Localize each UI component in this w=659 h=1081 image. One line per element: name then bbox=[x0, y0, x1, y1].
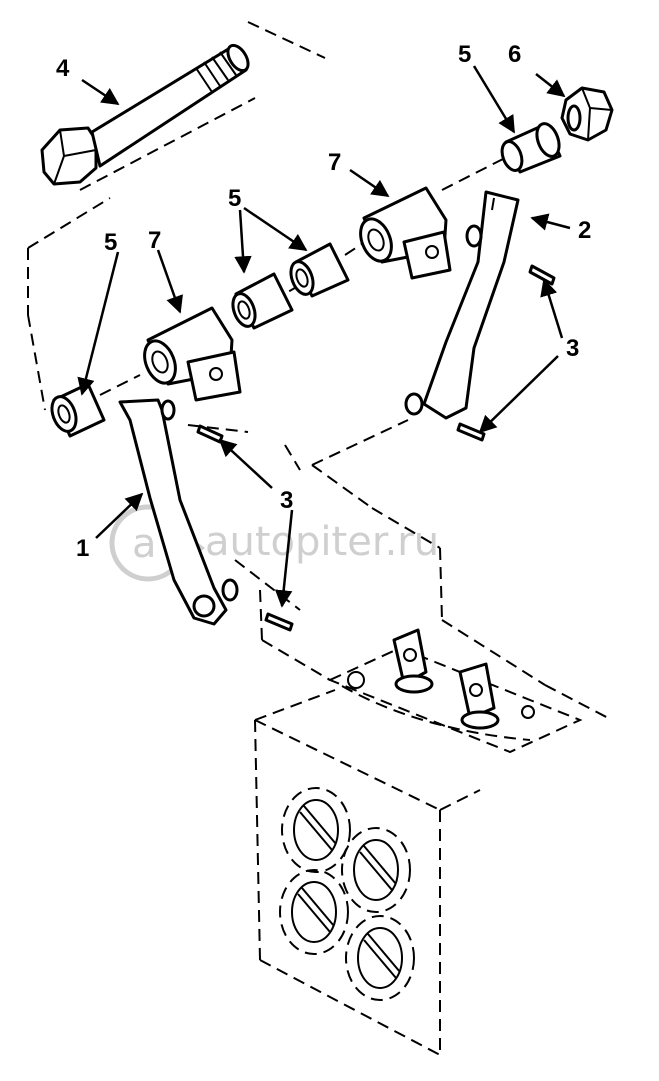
callout-1: 1 bbox=[76, 535, 89, 562]
bushing-right bbox=[500, 122, 562, 174]
assembly-guide-lines bbox=[27, 21, 613, 721]
bushing-mid-lower bbox=[231, 272, 294, 330]
callout-4: 4 bbox=[56, 55, 70, 82]
mounting-plate bbox=[327, 628, 583, 754]
lever-left bbox=[118, 398, 239, 626]
watermark-text: autopiter.ru bbox=[205, 519, 439, 565]
nut bbox=[560, 86, 614, 142]
valve-port-bottom-right bbox=[345, 915, 415, 1001]
sleeve-bracket-upper bbox=[359, 186, 452, 280]
valve-port-top-left bbox=[281, 787, 351, 873]
callout-labels: 4 5 6 7 5 2 5 7 3 3 1 bbox=[56, 41, 591, 562]
callout-7-left: 7 bbox=[148, 227, 161, 254]
callout-2: 2 bbox=[578, 217, 591, 244]
bushing-left bbox=[50, 382, 106, 438]
sleeve-bracket-lower bbox=[143, 306, 242, 402]
callout-5-mid: 5 bbox=[228, 185, 241, 212]
callout-3-left: 3 bbox=[280, 487, 293, 514]
leader-lines bbox=[77, 65, 571, 608]
bushing-mid-upper bbox=[289, 242, 350, 298]
callout-6: 6 bbox=[508, 41, 521, 68]
lever-right bbox=[404, 190, 520, 420]
bolt bbox=[40, 43, 250, 186]
valve-port-top-right bbox=[341, 827, 411, 913]
callout-5-top: 5 bbox=[458, 41, 471, 68]
valve-block bbox=[254, 689, 481, 1056]
callout-7-top: 7 bbox=[328, 149, 341, 176]
callout-3-right: 3 bbox=[566, 335, 579, 362]
watermark-logo-glyph: a bbox=[132, 521, 157, 567]
callout-5-left: 5 bbox=[104, 229, 117, 256]
valve-port-bottom-left bbox=[279, 869, 349, 955]
